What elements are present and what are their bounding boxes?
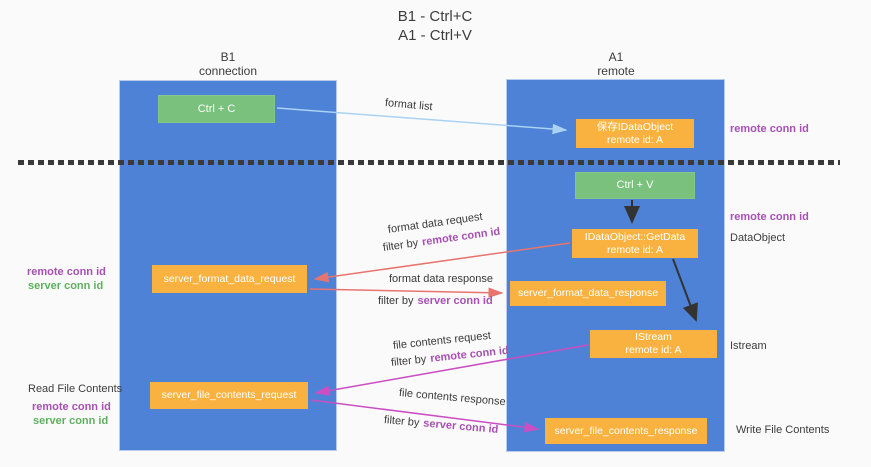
title-line-1: B1 - Ctrl+C xyxy=(397,8,473,25)
node-server-file-contents-request: server_file_contents_request xyxy=(150,382,308,409)
lane-header-b1: B1 connection xyxy=(158,50,298,78)
lane-a1-subtitle: remote xyxy=(597,64,635,78)
node-save-idataobject-line1: 保存IDataObject xyxy=(596,120,674,133)
arrow-format-data-response xyxy=(309,287,504,298)
server-conn-id-text: server conn id xyxy=(422,417,499,436)
remote-conn-id-text: remote conn id xyxy=(429,344,510,365)
node-istream: IStream remote id: A xyxy=(590,330,717,358)
side-label-dataobject: DataObject xyxy=(730,232,786,244)
side-label-remote-conn-id-top: remote conn id xyxy=(730,123,809,135)
filter-by-text: filter by xyxy=(383,414,420,430)
diagram-title: B1 - Ctrl+C A1 - Ctrl+V xyxy=(320,7,550,45)
node-getdata-line2: remote id: A xyxy=(606,243,664,256)
node-server-file-contents-request-label: server_file_contents_request xyxy=(161,389,297,401)
lane-header-a1: A1 remote xyxy=(546,50,686,78)
node-server-format-data-request-label: server_format_data_request xyxy=(163,272,296,285)
node-ctrl-c: Ctrl + C xyxy=(158,95,275,123)
node-server-file-contents-response-label: server_file_contents_response xyxy=(554,424,698,437)
filter-by-text: filter by xyxy=(382,237,419,254)
lane-a1-name: A1 xyxy=(608,50,624,64)
side-label-left-remote-conn-id-2: remote conn id xyxy=(32,401,111,413)
side-label-left-server-conn-id-2: server conn id xyxy=(33,415,109,427)
edge-label-file-contents-response: file contents response xyxy=(398,387,507,409)
edge-label-format-data-response: format data response xyxy=(389,273,493,285)
side-label-left-server-conn-id-1: server conn id xyxy=(28,280,104,292)
node-server-format-data-response: server_format_data_response xyxy=(510,281,666,306)
node-server-format-data-request: server_format_data_request xyxy=(152,265,307,293)
filter-by-text: filter by xyxy=(378,295,414,307)
server-conn-id-text: server conn id xyxy=(417,295,493,307)
side-label-remote-conn-id-mid: remote conn id xyxy=(730,211,809,223)
lane-b1-subtitle: connection xyxy=(198,64,258,78)
node-save-idataobject: 保存IDataObject remote id: A xyxy=(576,119,694,148)
dashed-divider xyxy=(18,160,840,165)
lane-b1-name: B1 xyxy=(220,50,236,64)
node-idataobject-getdata: IDataObject::GetData remote id: A xyxy=(572,229,698,258)
title-line-2: A1 - Ctrl+V xyxy=(398,27,472,44)
side-label-read-file-contents: Read File Contents xyxy=(28,383,123,395)
side-label-left-remote-conn-id-1: remote conn id xyxy=(27,266,106,278)
node-istream-line1: IStream xyxy=(635,331,672,343)
node-server-format-data-response-label: server_format_data_response xyxy=(517,287,659,299)
side-label-istream: Istream xyxy=(730,340,767,352)
side-label-write-file-contents: Write File Contents xyxy=(736,424,830,436)
node-ctrl-v-label: Ctrl + V xyxy=(616,179,654,191)
filter-by-text: filter by xyxy=(390,353,427,369)
edge-label-format-list: format list xyxy=(384,97,434,114)
node-save-idataobject-line2: remote id: A xyxy=(606,133,664,146)
node-istream-line2: remote id: A xyxy=(625,344,682,356)
node-getdata-line1: IDataObject::GetData xyxy=(584,230,686,243)
node-ctrl-v: Ctrl + V xyxy=(575,172,695,199)
node-server-file-contents-response: server_file_contents_response xyxy=(545,418,707,444)
node-ctrl-c-label: Ctrl + C xyxy=(197,102,236,115)
